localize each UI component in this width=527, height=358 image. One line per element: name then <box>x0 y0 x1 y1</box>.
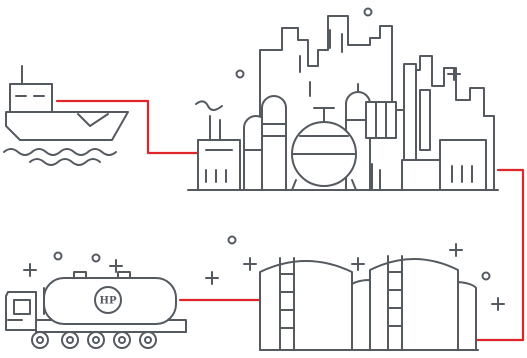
hp-logo-text: HP <box>100 296 117 307</box>
storage-tanks-icon <box>206 237 504 351</box>
pipeline-refinery-to-storage <box>476 170 523 340</box>
oil-tanker-ship-icon <box>4 66 128 165</box>
hp-logo: HP <box>95 287 121 313</box>
refinery-plant-icon <box>188 9 498 191</box>
fuel-tanker-truck-icon: HP <box>6 253 186 349</box>
